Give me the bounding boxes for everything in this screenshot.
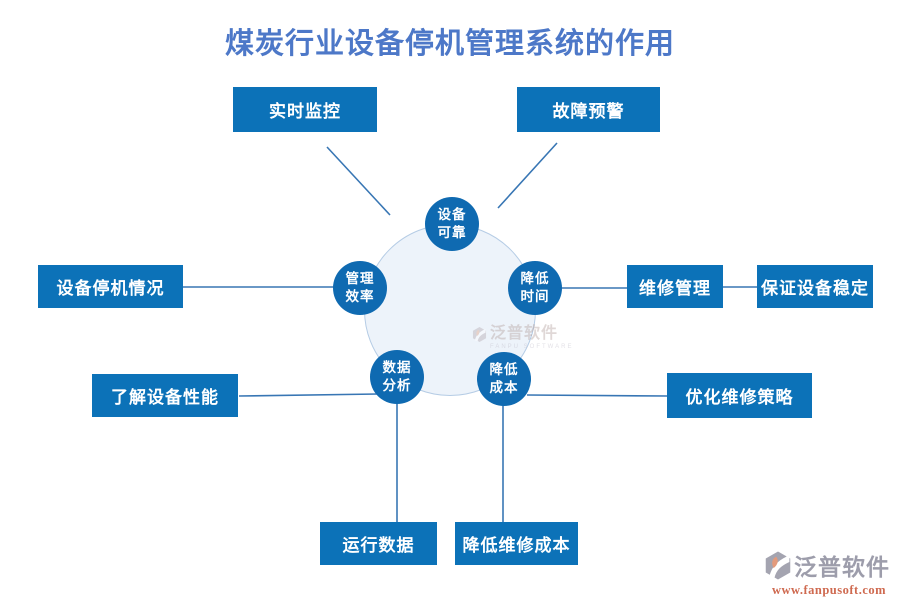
node-label: 成本 bbox=[489, 380, 519, 395]
box-maintenance-management: 维修管理 bbox=[627, 265, 723, 308]
box-realtime-monitoring: 实时监控 bbox=[233, 87, 377, 132]
node-label: 时间 bbox=[520, 289, 550, 304]
node-label: 分析 bbox=[382, 378, 412, 393]
node-data-analysis: 数据 分析 bbox=[370, 350, 424, 404]
node-label: 可靠 bbox=[437, 225, 467, 240]
fanpu-watermark-icon bbox=[472, 327, 487, 342]
connector-cost-to-strategy bbox=[526, 394, 668, 397]
node-label: 数据 bbox=[382, 360, 412, 376]
watermark-text: 泛普软件 bbox=[490, 325, 559, 342]
watermark-subtext: FANPU SOFTWARE bbox=[490, 344, 574, 350]
node-reduce-time: 降低 时间 bbox=[508, 261, 562, 315]
box-ensure-equipment-stability: 保证设备稳定 bbox=[757, 265, 873, 308]
box-reduce-maintenance-cost: 降低维修成本 bbox=[455, 522, 578, 565]
node-label: 降低 bbox=[520, 271, 550, 287]
node-management-efficiency: 管理 效率 bbox=[333, 261, 387, 315]
node-label: 效率 bbox=[345, 289, 375, 304]
box-understand-performance: 了解设备性能 bbox=[92, 374, 238, 417]
fanpu-logo: 泛普软件 www.fanpusoft.com bbox=[764, 548, 894, 598]
node-reduce-cost: 降低 成本 bbox=[477, 352, 531, 406]
fanpu-logo-url: www.fanpusoft.com bbox=[771, 583, 887, 597]
fanpu-logo-icon bbox=[765, 551, 791, 579]
connector-realtime-to-hub bbox=[326, 146, 391, 216]
center-watermark: 泛普软件 FANPU SOFTWARE bbox=[472, 326, 573, 350]
box-optimize-maintenance-strategy: 优化维修策略 bbox=[667, 373, 812, 418]
connector-performance-to-analysis bbox=[238, 393, 379, 397]
node-label: 管理 bbox=[345, 271, 375, 287]
node-equipment-reliable: 设备 可靠 bbox=[425, 197, 479, 251]
box-operation-data: 运行数据 bbox=[320, 522, 437, 565]
node-label: 设备 bbox=[437, 207, 467, 223]
diagram-title: 煤炭行业设备停机管理系统的作用 bbox=[224, 28, 675, 60]
node-label: 降低 bbox=[489, 362, 519, 378]
fanpu-logo-text: 泛普软件 bbox=[794, 554, 890, 580]
connector-faultwarning-to-hub bbox=[497, 142, 558, 209]
box-fault-warning: 故障预警 bbox=[517, 87, 660, 132]
box-equipment-downtime: 设备停机情况 bbox=[38, 265, 183, 308]
